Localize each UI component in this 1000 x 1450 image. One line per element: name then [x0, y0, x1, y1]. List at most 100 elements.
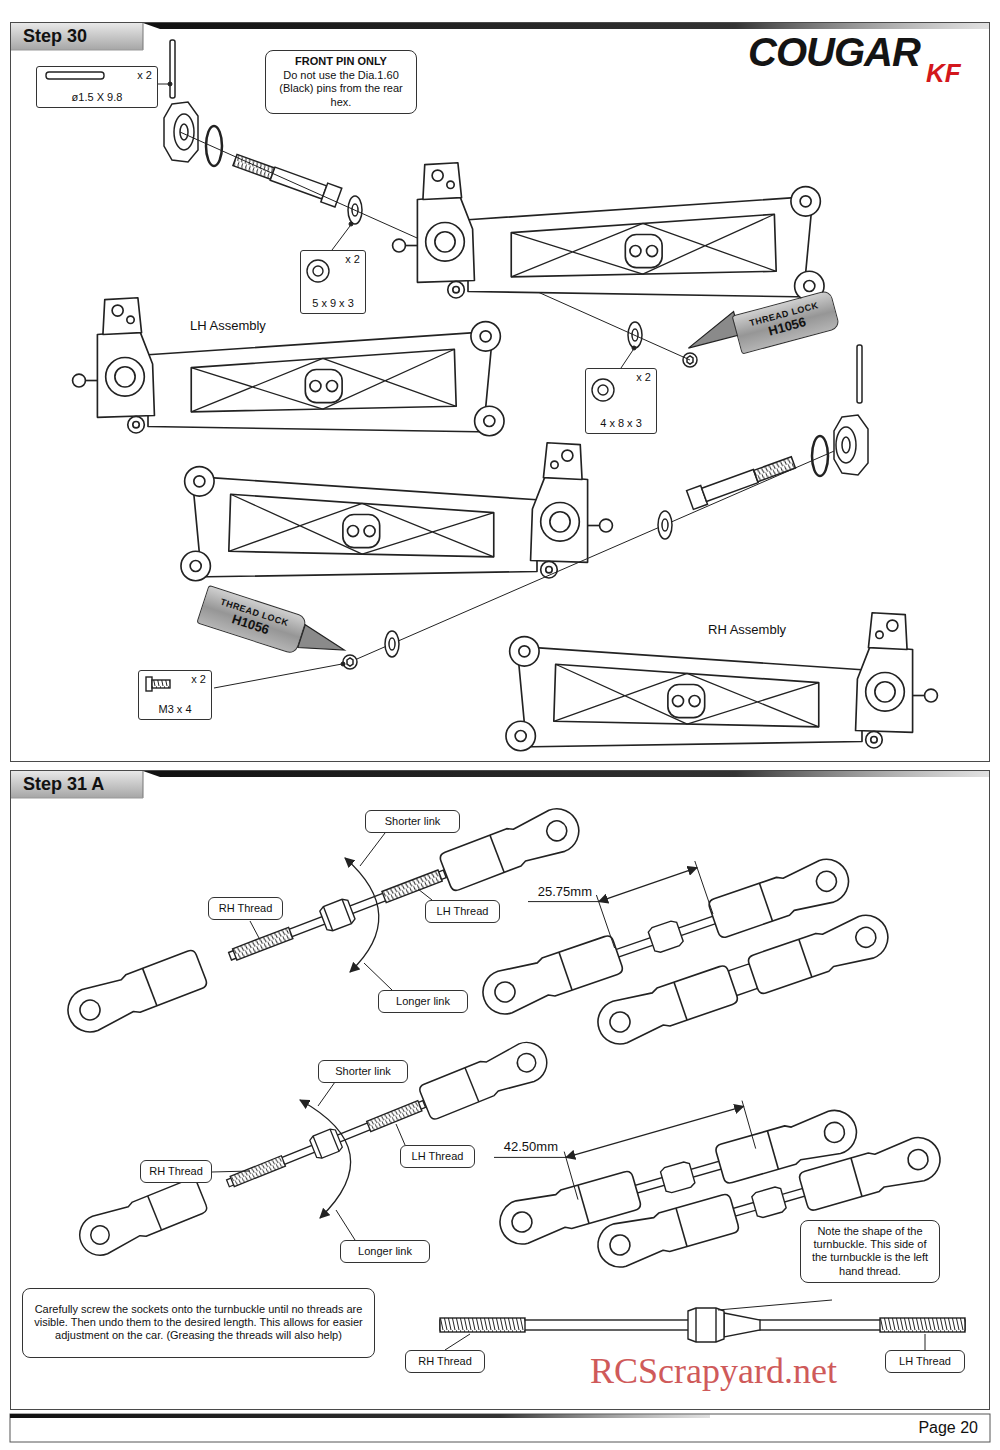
- page-number: Page 20: [850, 1419, 978, 1437]
- thread-lock-tube: THREAD LOCKH1056: [732, 289, 841, 354]
- rear-axle-parts: [754, 457, 796, 482]
- front-axle-parts: [206, 126, 222, 166]
- dimension-line: [564, 1152, 578, 1200]
- step-header-bar: [143, 23, 989, 29]
- tag-text: RH Thread: [410, 1355, 480, 1368]
- turnbuckle-link: [746, 909, 894, 997]
- thread-lock-nozzle: [298, 625, 345, 650]
- leader-line: [250, 921, 259, 938]
- step-header-bar: [11, 798, 143, 799]
- tag-text: Longer link: [345, 1245, 425, 1258]
- tag-text: Shorter link: [370, 815, 455, 828]
- leader-line: [718, 1300, 832, 1310]
- turnbuckle-link: [477, 932, 625, 1020]
- callout-icon: [46, 72, 104, 79]
- turnbuckle: [440, 1318, 525, 1332]
- thread-lock-nozzle: [298, 312, 740, 650]
- callout-tag: Longer link: [378, 990, 468, 1013]
- step-heading: Step 31 A: [11, 771, 104, 795]
- leader-line: [318, 1082, 335, 1106]
- quantity: x 2: [144, 673, 206, 686]
- front-axle-parts: [174, 114, 194, 150]
- rear-axle-parts: [662, 519, 668, 531]
- suspension-arm-assembly: [506, 613, 937, 751]
- turnbuckle-link: [62, 947, 209, 1039]
- leader-line: [214, 664, 342, 688]
- rotation-arrow: [300, 858, 379, 1218]
- dimension-label: 25.75mm: [500, 884, 592, 899]
- rear-axle-parts: [658, 511, 672, 539]
- dimension-line: [596, 895, 614, 948]
- brand-logo: COUGAR: [748, 30, 920, 75]
- rear-axle-parts: [687, 453, 797, 509]
- dimension-line: [528, 901, 599, 902]
- callout-tag: RH Thread: [208, 897, 283, 920]
- leader-line: [332, 226, 350, 250]
- step-header-bar: [143, 23, 144, 50]
- rear-axle-parts: [702, 469, 758, 501]
- dimension-line: [599, 868, 697, 902]
- note-text: Do not use the Dia.1.60 (Black) pins fro…: [272, 69, 410, 109]
- leader-line: [445, 1334, 470, 1350]
- turnbuckle: [696, 1308, 716, 1342]
- turnbuckle: [688, 1308, 724, 1342]
- tag-text: Shorter link: [323, 1065, 403, 1078]
- step-header-bar: [11, 50, 143, 51]
- quantity: x 2: [306, 253, 360, 266]
- note-box: FRONT PIN ONLYDo not use the Dia.1.60 (B…: [265, 50, 417, 114]
- step-panel: Step 31 AShorter linkRH ThreadLH ThreadL…: [10, 770, 990, 1410]
- part-callout: x 2ø1.5 X 9.8: [36, 66, 158, 108]
- leader-line: [158, 84, 169, 85]
- suspension-arm-assembly: [73, 163, 938, 751]
- step-heading: Step 30: [11, 23, 87, 47]
- page-footer-band: [10, 1414, 710, 1418]
- suspension-arm-assembly: [181, 443, 612, 581]
- rotation-arrow: [300, 1100, 351, 1218]
- rear-axle-parts: [812, 436, 828, 476]
- rear-axle-parts: [385, 631, 399, 657]
- rear-axle-parts: [834, 415, 868, 475]
- turnbuckle-link: [223, 1093, 428, 1194]
- turnbuckle-link: [74, 1036, 553, 1261]
- callout-tag: Longer link: [340, 1240, 430, 1263]
- suspension-arm-assembly: [393, 163, 824, 301]
- tag-text: LH Thread: [890, 1355, 960, 1368]
- step-header-bar: [143, 771, 144, 798]
- step-panel: Step 30 x 2ø1.5 X 9.8 FRONT PIN ONLYDo not…: [10, 22, 990, 762]
- tag-text: Longer link: [383, 995, 463, 1008]
- rear-axle-parts: [836, 427, 856, 463]
- watermark: RCScrapyard.net: [590, 1350, 837, 1392]
- callout-icon: [46, 72, 614, 691]
- dimension-label: 42.50mm: [466, 1139, 558, 1154]
- leader-line: [341, 662, 345, 666]
- turnbuckle-link: [798, 1132, 946, 1213]
- callout-tag: Shorter link: [365, 810, 460, 833]
- step-header-bar: [143, 771, 989, 777]
- callout-icon: [307, 260, 329, 282]
- turnbuckle: [880, 1318, 965, 1332]
- callout-icon: [598, 385, 608, 395]
- turnbuckle-link: [592, 909, 894, 1050]
- tag-text: LH Thread: [430, 905, 495, 918]
- note-text: Carefully screw the sockets onto the tur…: [33, 1303, 364, 1343]
- page-footer-band: [10, 1414, 990, 1442]
- callout-icon: [152, 680, 170, 688]
- dimension-line: [695, 861, 713, 914]
- turnbuckle-link: [593, 1191, 741, 1272]
- part-size: 5 x 9 x 3: [306, 297, 360, 310]
- turnbuckle: [440, 1308, 965, 1342]
- step-header-bar: [11, 23, 143, 50]
- tag-text: LH Thread: [405, 1150, 470, 1163]
- leader-line: [418, 889, 432, 900]
- note-box: Carefully screw the sockets onto the tur…: [22, 1288, 375, 1358]
- callout-tag: Shorter link: [318, 1060, 408, 1083]
- rear-axle-parts: [389, 638, 395, 650]
- rear-axle-parts: [347, 658, 353, 666]
- callout-icon: [146, 677, 152, 691]
- callout-icon: [313, 266, 323, 276]
- callout-icon: [592, 379, 614, 401]
- suspension-arm-assembly: [73, 298, 504, 436]
- leader-line: [621, 350, 633, 368]
- dimension-line: [566, 1106, 744, 1157]
- callout-tag: LH Thread: [425, 900, 500, 923]
